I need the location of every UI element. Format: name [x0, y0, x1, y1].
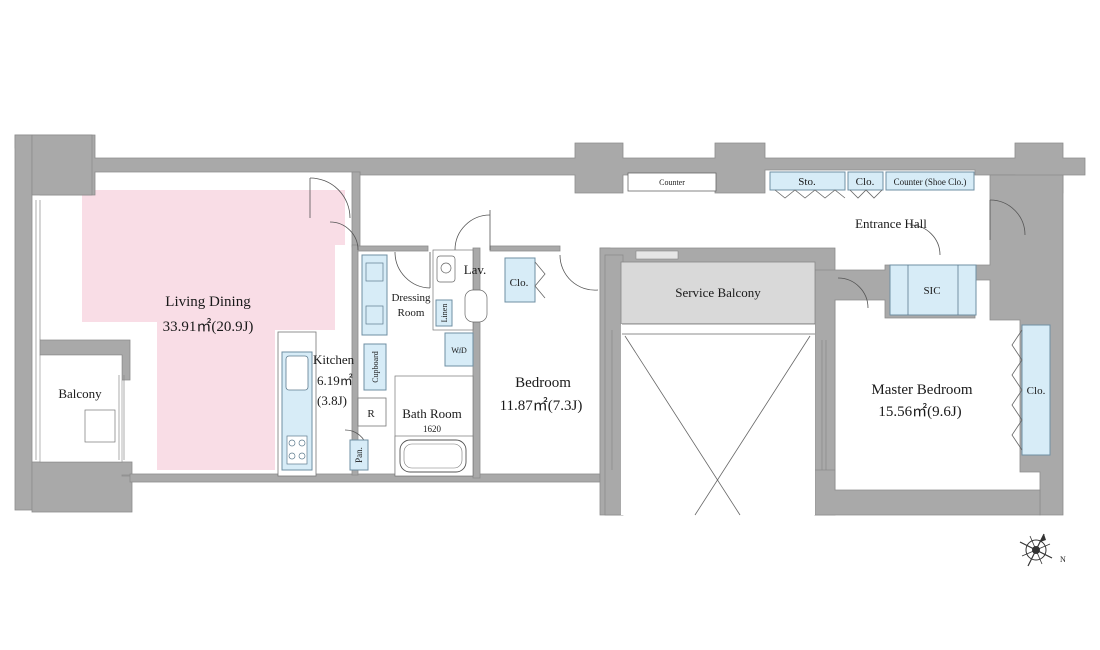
- entrance-hall-label: Entrance Hall: [855, 216, 927, 231]
- service-balcony-area: [620, 261, 816, 325]
- wd-label: W/D: [451, 346, 467, 355]
- counter-label: Counter: [659, 178, 685, 187]
- counter-shoe-label: Counter (Shoe Clo.): [894, 177, 967, 187]
- balcony-label: Balcony: [58, 386, 102, 401]
- balcony-ac-unit: [84, 409, 116, 443]
- bathtub: [399, 439, 467, 473]
- bath-room-size: 1620: [423, 424, 442, 434]
- refrigerator-label: R: [367, 408, 375, 420]
- pantry-fixture: [349, 439, 369, 471]
- compass-icon: N: [1019, 533, 1066, 567]
- dressing-room-label-1: Dressing: [391, 292, 431, 304]
- linen-label: Linen: [440, 304, 449, 323]
- svg-text:N: N: [1060, 555, 1066, 564]
- kitchen-area-j: (3.8J): [317, 393, 347, 408]
- living-dining-highlight: [82, 190, 345, 470]
- sto-label: Sto.: [798, 176, 816, 188]
- bath-room-label: Bath Room: [402, 406, 462, 421]
- sic-label: SIC: [923, 285, 940, 297]
- living-dining-label: Living Dining: [165, 294, 251, 310]
- storage-fixture: [769, 171, 846, 191]
- kitchen-area-sqm: 6.19㎡: [317, 373, 353, 388]
- walls: [14, 134, 1086, 516]
- dressing-room-label-2: Room: [398, 307, 425, 319]
- shoe-closet-fixture: [885, 171, 975, 191]
- kitchen-counter: [277, 331, 317, 477]
- sic-fixture: [889, 264, 977, 316]
- kitchen-label: Kitchen: [313, 352, 355, 367]
- master-bedroom-label: Master Bedroom: [871, 382, 973, 398]
- balcony-room: [39, 354, 123, 463]
- clo-entrance-label: Clo.: [856, 176, 875, 188]
- bedroom-label: Bedroom: [515, 375, 571, 391]
- pantry-label: Pan.: [354, 447, 364, 463]
- refrigerator-space: [357, 397, 387, 427]
- stairwell-cross: [622, 323, 815, 516]
- living-dining-area: 33.91㎡(20.9J): [163, 318, 254, 335]
- left-window: [35, 200, 41, 460]
- master-bedroom-area: 15.56㎡(9.6J): [878, 403, 961, 420]
- service-balcony-label: Service Balcony: [675, 285, 761, 300]
- lav-closet: [504, 257, 536, 303]
- lav-label: Lav.: [464, 262, 487, 277]
- linen-closet: [435, 299, 453, 327]
- counter-fixture: [627, 172, 717, 192]
- clo-bedroom-label: Clo.: [510, 277, 529, 289]
- cupboard-fixture: [363, 343, 387, 391]
- living-doors: [309, 177, 1026, 449]
- washer-dryer: [444, 332, 474, 367]
- clo-master-label: Clo.: [1027, 385, 1046, 397]
- cupboard-label: Cupboard: [371, 351, 380, 383]
- bedroom-area: 11.87㎡(7.3J): [500, 397, 583, 414]
